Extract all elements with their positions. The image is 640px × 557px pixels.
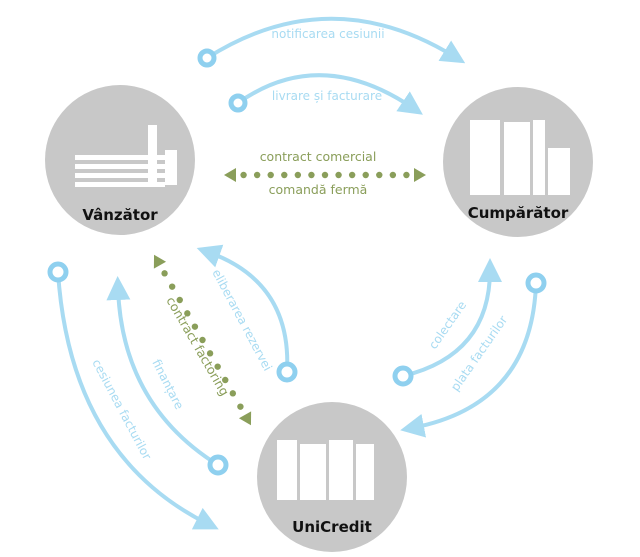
dot xyxy=(161,270,168,277)
dot xyxy=(362,171,369,179)
reserve-release-label: eliberarea rezervei xyxy=(209,267,274,373)
reserve-release-arrow: eliberarea rezervei xyxy=(196,244,298,383)
dot xyxy=(403,171,410,179)
dot xyxy=(335,171,342,179)
dot xyxy=(240,171,247,179)
assignment-label: cesiunea facturilor xyxy=(89,357,154,462)
commercial-contract-arrow xyxy=(224,168,426,182)
dot xyxy=(176,296,183,304)
dot xyxy=(184,310,191,317)
buyer-node: Cumpărător xyxy=(443,87,593,237)
seller-node: Vânzător xyxy=(45,85,195,235)
arrowhead-icon xyxy=(238,411,252,426)
bank-buildings-icon xyxy=(277,440,374,500)
dot xyxy=(294,171,302,179)
dot xyxy=(389,171,397,179)
dot xyxy=(191,323,199,330)
seller-label: Vânzător xyxy=(82,206,158,224)
dot xyxy=(222,376,229,384)
dot xyxy=(206,350,214,357)
dot xyxy=(237,403,244,410)
dot xyxy=(253,171,261,179)
factoring-contract-arrow xyxy=(153,254,252,426)
dot xyxy=(308,171,315,179)
arrowhead-icon xyxy=(224,168,236,182)
notification-label: notificarea cesiunii xyxy=(271,27,384,41)
dot xyxy=(281,171,288,179)
delivery-arrow: livrare și facturare xyxy=(228,73,423,115)
bank-label: UniCredit xyxy=(292,518,372,536)
bank-node: UniCredit xyxy=(257,402,407,552)
buildings-icon xyxy=(470,120,570,195)
dot xyxy=(168,283,176,290)
arrowhead-icon xyxy=(153,254,167,269)
notification-arrow: notificarea cesiunii xyxy=(197,16,466,68)
commercial-contract-label: contract comercial xyxy=(260,149,377,164)
delivery-label: livrare și facturare xyxy=(272,89,382,103)
buyer-label: Cumpărător xyxy=(468,204,569,222)
payment-arrow: plata facturilor xyxy=(400,272,547,438)
dot xyxy=(321,171,329,179)
factory-icon xyxy=(75,125,177,187)
dot xyxy=(348,171,356,179)
dot xyxy=(214,363,221,370)
dot xyxy=(229,390,237,397)
firm-order-label: comandă fermă xyxy=(269,182,368,197)
arrowhead-icon xyxy=(414,168,426,182)
assignment-arrow: cesiunea facturilor xyxy=(47,261,219,530)
dot xyxy=(376,171,383,179)
dot xyxy=(267,171,274,179)
dot xyxy=(199,336,206,344)
